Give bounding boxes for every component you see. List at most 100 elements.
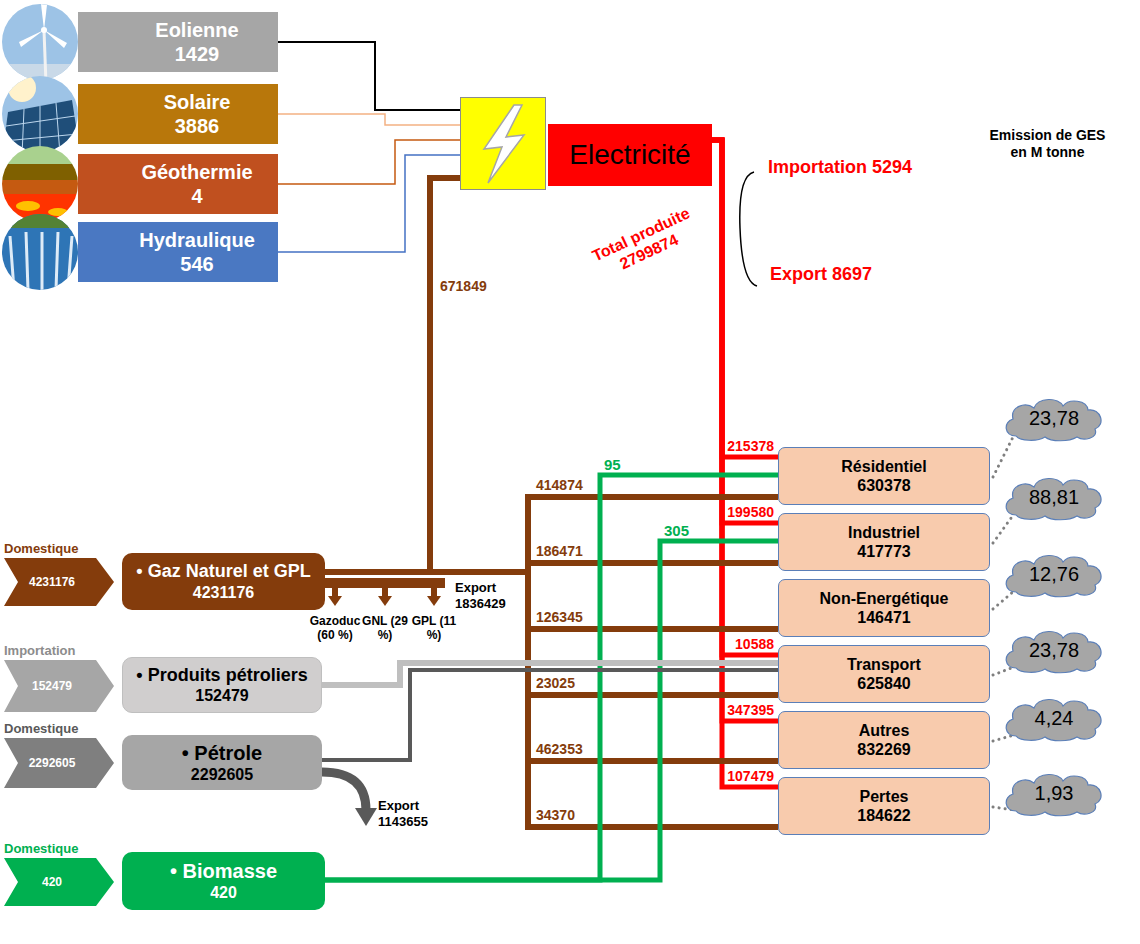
node-value: 4231176 <box>4 558 100 606</box>
node-value: 4 <box>191 184 202 208</box>
turbine-blade <box>19 30 44 47</box>
source-box: Eolienne1429 <box>78 12 278 72</box>
emission-cloud: 4,24 <box>1002 696 1106 740</box>
sector-box: Non-Energétique146471 <box>778 579 990 637</box>
ground-layer <box>0 146 80 164</box>
node-title: Solaire <box>164 90 231 114</box>
node-title: Pertes <box>860 787 909 806</box>
emission-cloud: 1,93 <box>1002 771 1106 815</box>
fuel-box: • Produits pétroliers152479 <box>122 657 322 713</box>
fuel-box: • Biomasse420 <box>122 852 325 910</box>
share-note: GNL (29 %) <box>361 614 409 643</box>
electricity-box: Electricité <box>460 97 712 190</box>
node-title: Electricité <box>548 124 712 186</box>
sector-box: Pertes184622 <box>778 777 990 835</box>
emission-cloud: 88,81 <box>1002 475 1106 519</box>
flow-value: 414874 <box>536 477 583 494</box>
flow-line <box>712 140 778 787</box>
leader-dots <box>993 514 1014 543</box>
source-box: Géothermie4 <box>78 154 278 214</box>
node-title: Domestique <box>4 840 114 858</box>
node-value: 2292605 <box>4 738 100 788</box>
sector-box: Transport625840 <box>778 645 990 703</box>
node-value: 184622 <box>857 806 910 825</box>
flow-line <box>325 475 778 880</box>
dam-top <box>0 214 80 228</box>
flow-line <box>322 670 778 760</box>
wind-turbine-picture <box>0 0 80 84</box>
cloud-outline <box>1006 699 1101 740</box>
export-arrow <box>427 596 441 606</box>
fuel-box: • Gaz Naturel et GPL4231176 <box>122 553 325 610</box>
node-value: 420 <box>4 858 100 906</box>
solar-panel-picture <box>0 74 80 158</box>
node-value: 152479 <box>4 660 100 712</box>
oil-export-arrow <box>322 772 377 826</box>
sun <box>8 74 36 102</box>
export-head <box>355 808 377 826</box>
water-streaks <box>10 232 72 290</box>
node-value: 3886 <box>175 114 220 138</box>
share-note: Gazoduc (60 %) <box>307 614 363 643</box>
node-title: Transport <box>847 655 921 674</box>
node-title: Non-Energétique <box>820 589 949 608</box>
emission-cloud: 23,78 <box>1002 628 1106 672</box>
turbine-blade <box>41 4 47 30</box>
export-arrow <box>431 586 437 597</box>
flow-line <box>325 572 778 827</box>
node-value: 546 <box>180 252 213 276</box>
node-title: Domestique <box>4 540 114 558</box>
turbine-hub <box>41 27 47 33</box>
export-arrow <box>328 596 342 606</box>
exchange-note: Export 8697 <box>770 264 872 286</box>
chevron-outline <box>4 738 114 788</box>
lightning-bolt <box>484 105 524 183</box>
export-note: Export 1836429 <box>455 580 517 611</box>
leader-dots <box>993 435 1014 477</box>
magma-glow <box>48 208 68 216</box>
node-title: Eolienne <box>155 18 238 42</box>
supply-chevron: Importation152479 <box>4 642 114 712</box>
node-value: 420 <box>210 883 237 902</box>
chevron-outline <box>4 858 114 906</box>
cloud-outline <box>1006 478 1101 519</box>
flow-value: 462353 <box>536 741 583 758</box>
fuel-box: • Pétrole2292605 <box>122 735 322 790</box>
node-title: 1,93 <box>1035 781 1074 805</box>
flow-value: 23025 <box>536 675 575 692</box>
node-value: 417773 <box>857 542 910 561</box>
node-title: Résidentiel <box>841 457 926 476</box>
flow-value: 95 <box>604 456 621 474</box>
icon-background <box>461 98 546 190</box>
flow-value: 347395 <box>727 702 774 719</box>
ground-layer <box>0 164 80 180</box>
flow-value: 186471 <box>536 543 583 560</box>
flow-value: 199580 <box>727 504 774 521</box>
export-note: Export 1143655 <box>378 798 442 829</box>
node-title: • Pétrole <box>182 741 262 765</box>
cloud-outline <box>1006 631 1101 672</box>
sector-box: Industriel417773 <box>778 513 990 571</box>
node-value: 152479 <box>195 686 248 705</box>
supply-chevron: Domestique2292605 <box>4 720 114 788</box>
cloud-outline <box>1006 399 1101 440</box>
node-value: 630378 <box>857 476 910 495</box>
node-title: 23,78 <box>1029 638 1079 662</box>
flow-line <box>278 42 460 110</box>
node-title: Industriel <box>848 523 920 542</box>
export-arrow <box>332 586 338 597</box>
flow-value: 215378 <box>727 438 774 455</box>
flow-line <box>325 541 778 880</box>
sector-box: Autres832269 <box>778 711 990 769</box>
flow-line <box>325 572 778 695</box>
leader-dots <box>993 591 1014 609</box>
node-title: • Biomasse <box>170 859 277 883</box>
sky <box>0 0 80 84</box>
flow-line <box>325 572 778 761</box>
flow-value: 107479 <box>727 768 774 785</box>
flow-line <box>325 178 460 572</box>
ground-layer <box>0 180 80 194</box>
flow-line <box>325 497 778 572</box>
cloud-outline <box>1006 555 1101 596</box>
cloud-outline <box>1006 774 1101 815</box>
